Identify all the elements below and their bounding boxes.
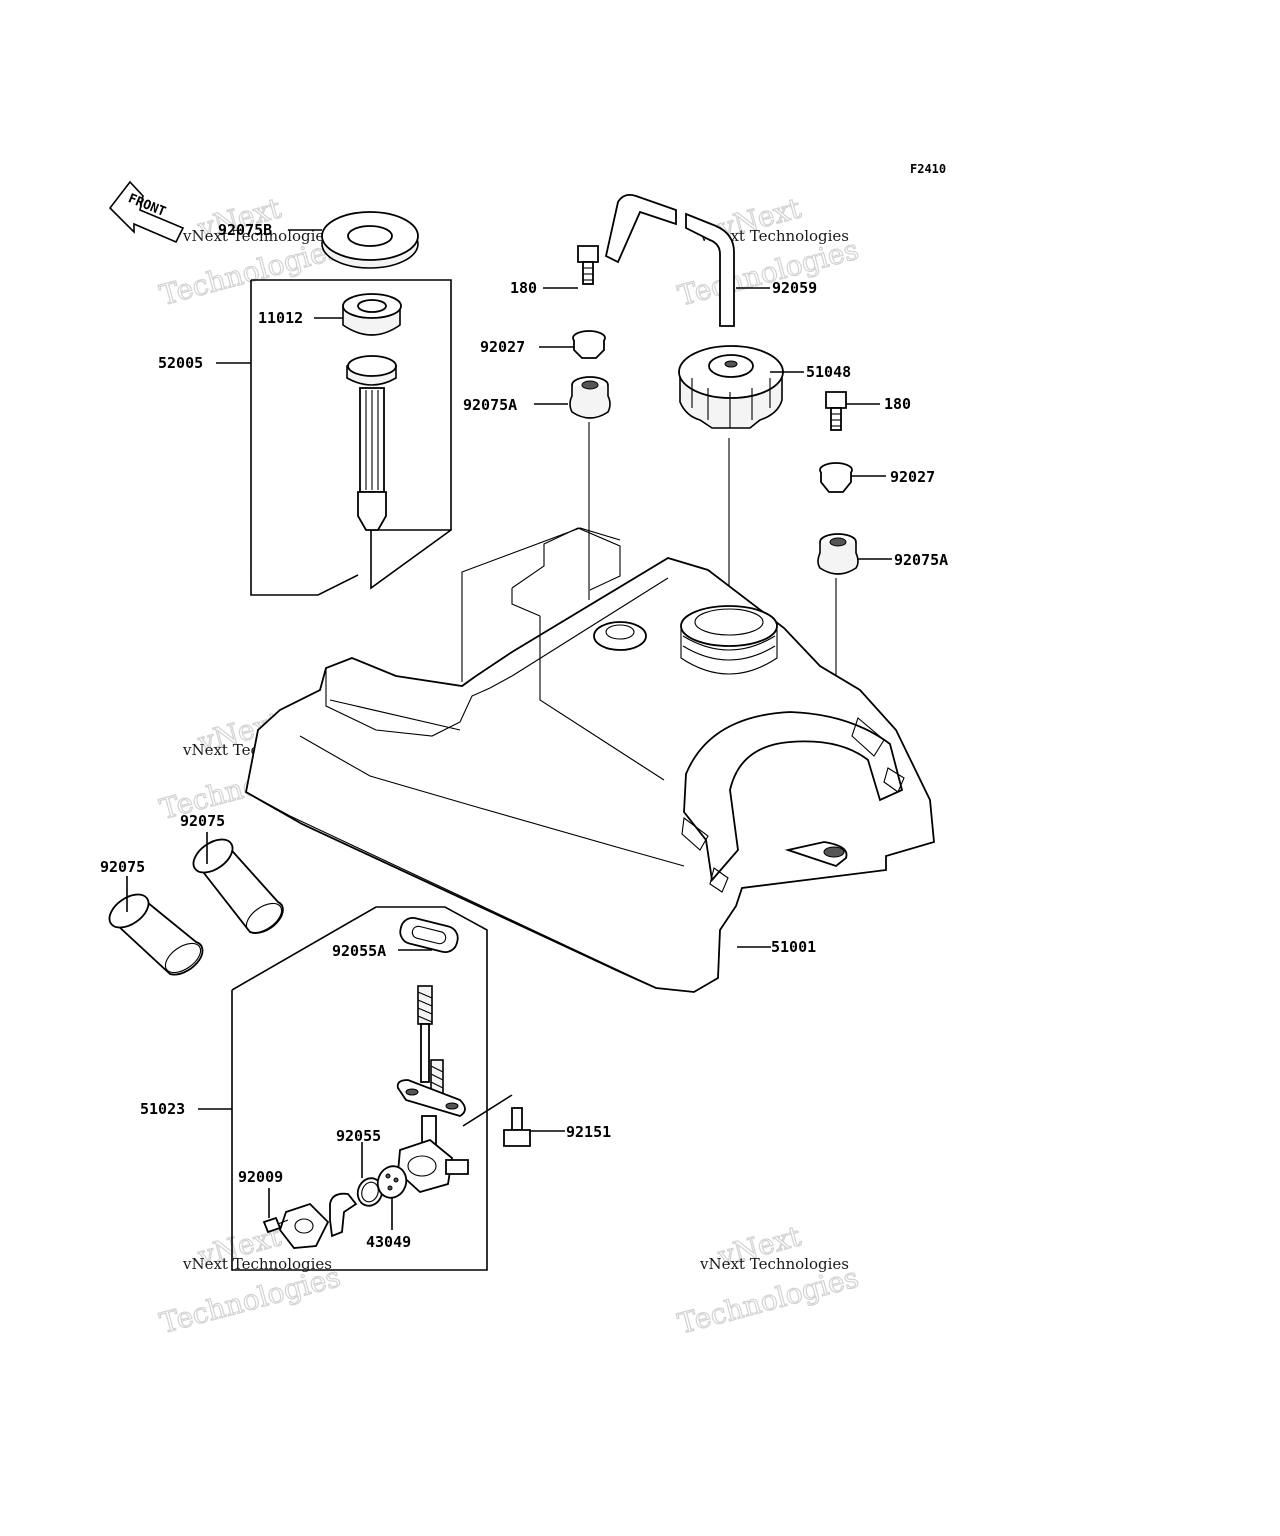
part-92055A-gasket[interactable] <box>398 915 461 954</box>
part-92075A-damper[interactable] <box>569 376 611 419</box>
part-92075-spacer[interactable] <box>104 888 206 979</box>
part-label-52005[interactable]: 52005 <box>158 354 203 372</box>
part-fuel-cock-lever <box>278 1192 358 1249</box>
part-label-180-right[interactable]: 180 <box>884 395 911 413</box>
part-label-92055[interactable]: 92055 <box>336 1127 381 1145</box>
part-92075B-grommet[interactable] <box>321 211 419 269</box>
part-92059-hose[interactable] <box>604 193 735 327</box>
part-label-180-left[interactable]: 180 <box>510 279 537 297</box>
part-label-51048[interactable]: 51048 <box>806 363 851 381</box>
part-label-92075A-left[interactable]: 92075A <box>463 396 517 414</box>
part-label-92055A[interactable]: 92055A <box>332 942 386 960</box>
part-label-92075-upper[interactable]: 92075 <box>180 812 225 830</box>
watermark-text: vNext Technologies <box>182 227 332 245</box>
figure-id: F2410 <box>910 162 946 176</box>
part-51048-fuel-cap[interactable] <box>678 345 784 429</box>
part-180-bolt[interactable] <box>577 245 599 285</box>
part-label-51023[interactable]: 51023 <box>140 1100 185 1118</box>
part-92027-collar[interactable] <box>819 462 853 493</box>
part-label-92059[interactable]: 92059 <box>772 279 817 297</box>
part-label-92075B[interactable]: 92075B <box>218 221 272 239</box>
part-11012-cap[interactable] <box>342 293 402 336</box>
part-43049-diaphragm[interactable] <box>373 1162 410 1202</box>
part-label-92009[interactable]: 92009 <box>238 1168 283 1186</box>
part-92075A-damper[interactable] <box>817 533 859 575</box>
part-label-92027-right[interactable]: 92027 <box>890 468 935 486</box>
part-label-51001[interactable]: 51001 <box>771 938 816 956</box>
part-92027-collar[interactable] <box>572 330 606 359</box>
front-label: FRONT <box>126 191 168 220</box>
part-fuel-gauge-float <box>346 355 397 531</box>
part-92075-spacer[interactable] <box>188 833 287 939</box>
part-label-11012[interactable]: 11012 <box>258 309 303 327</box>
part-92055-o-ring[interactable] <box>354 1175 386 1210</box>
part-label-92075A-right[interactable]: 92075A <box>894 551 948 569</box>
part-label-92075-lower[interactable]: 92075 <box>100 858 145 876</box>
watermark-text: vNext Technologies <box>699 1255 849 1273</box>
part-92151-bolt[interactable] <box>503 1107 531 1147</box>
part-180-bolt[interactable] <box>825 391 847 431</box>
watermark-text: vNext Technologies <box>182 1255 332 1273</box>
part-label-92027-left[interactable]: 92027 <box>480 338 525 356</box>
watermark-text: vNext Technologies <box>699 227 849 245</box>
part-fuel-cock-body <box>396 985 469 1194</box>
part-label-92151[interactable]: 92151 <box>566 1123 611 1141</box>
part-51001-fuel-tank[interactable] <box>244 527 935 993</box>
front-arrow-icon: FRONT <box>108 180 185 244</box>
part-92009-screw[interactable] <box>262 1216 289 1234</box>
part-label-43049[interactable]: 43049 <box>366 1233 411 1251</box>
